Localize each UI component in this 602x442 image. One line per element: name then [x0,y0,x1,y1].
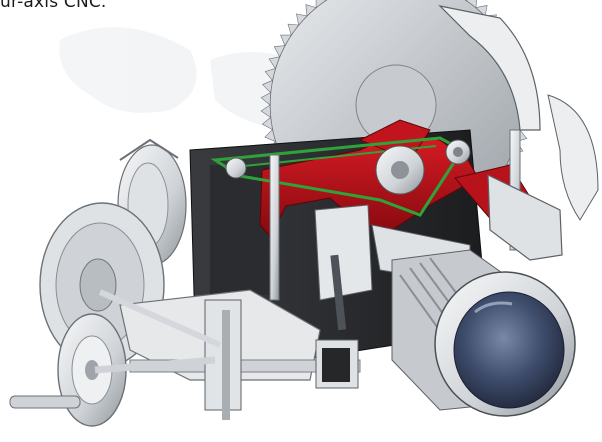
guide-rod-left [270,155,279,300]
pulley-top [376,146,424,194]
mounting-plate [315,205,372,300]
motor [392,250,575,416]
handwheel-crank [10,396,80,408]
pulley-right [446,140,470,164]
right-hood [548,95,598,220]
pulley-left [226,158,246,178]
caption-text: ur-axis CNC. [0,0,107,12]
right-bracket [488,175,562,260]
